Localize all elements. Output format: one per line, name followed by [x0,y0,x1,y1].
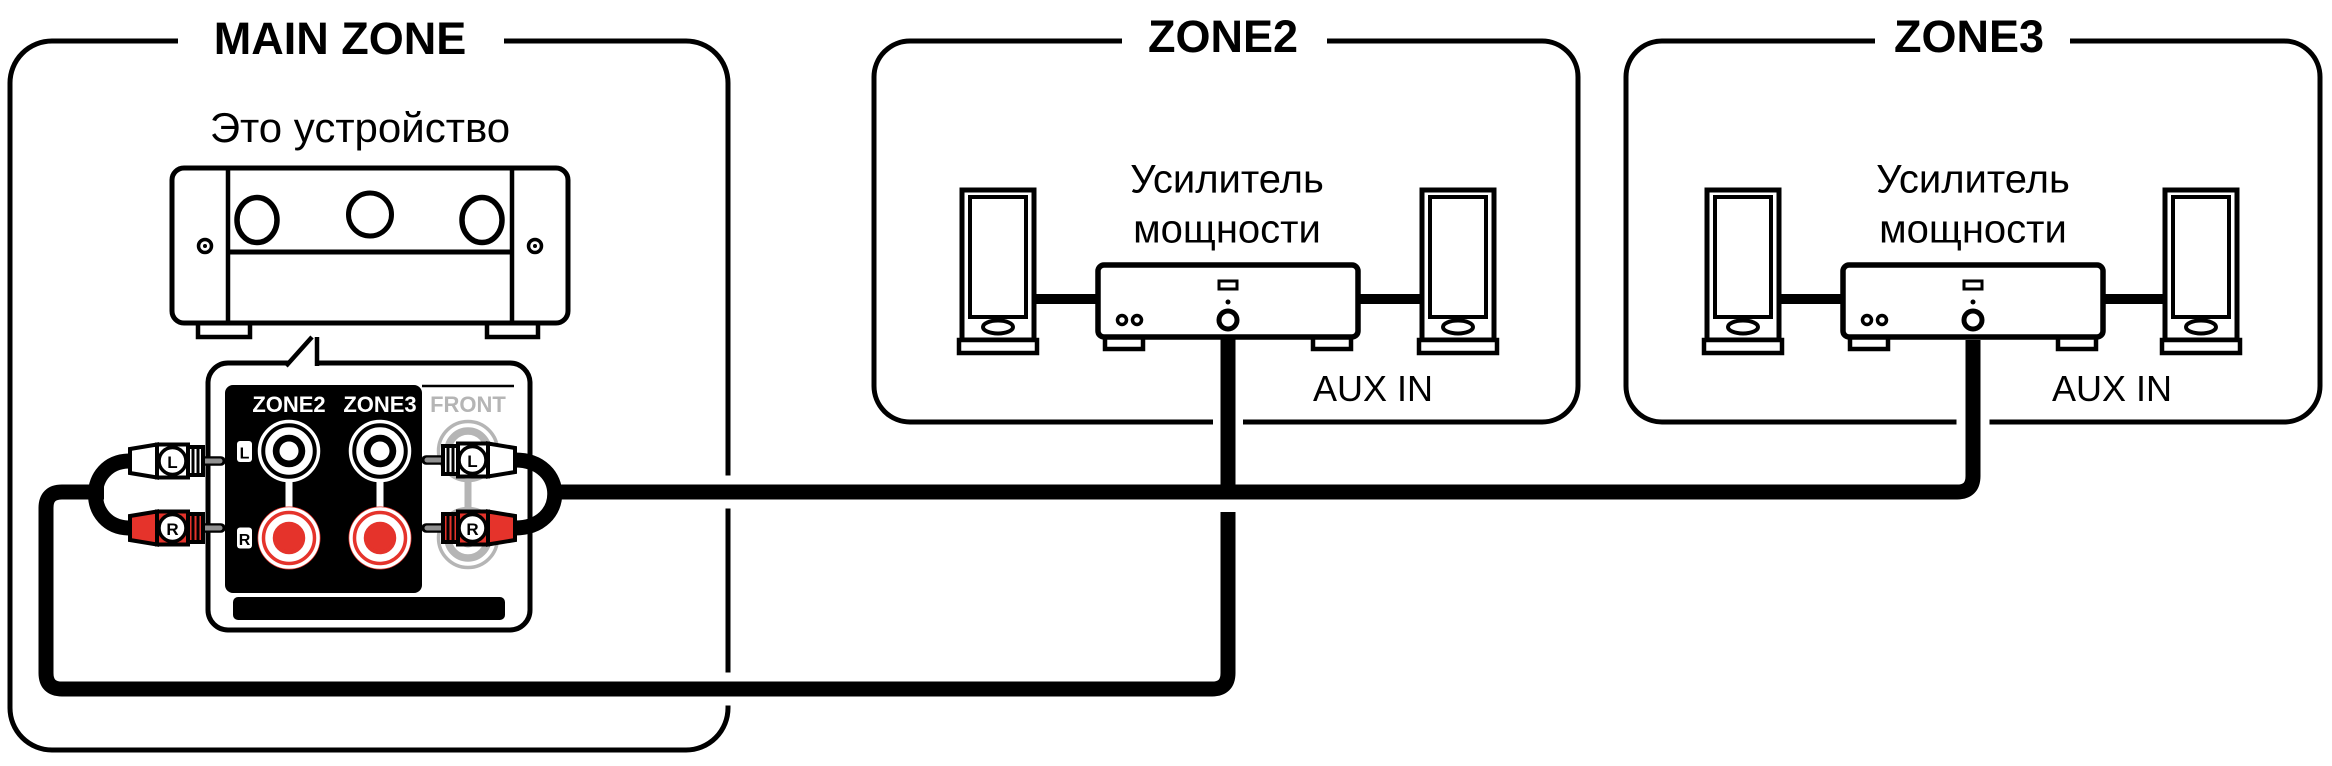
left-l-plug-letter: L [167,453,177,472]
main-zone-title: MAIN ZONE [214,13,467,64]
left-l-plug: L [128,442,226,480]
zone3-equipment [1704,190,2240,353]
receiver-knob-left [234,194,280,246]
zone2-aux-in-label: AUX IN [1313,368,1433,409]
zone3-l-jack [351,422,410,481]
channel-marker-r: R [239,532,251,549]
zone3-amp-label-line2: мощности [1879,207,2067,251]
zone2-title: ZONE2 [1148,11,1298,62]
zone2-box: ZONE2 [871,11,1581,425]
zone3-r-jack [349,507,412,570]
receiver-knob-right [459,194,505,246]
receiver-device [169,165,571,340]
right-plug-loop-cable [514,452,563,536]
zone3-right-speaker [2162,190,2240,353]
left-r-plug: R [128,509,226,547]
zone2-amp-label-line1: Усилитель [1130,157,1324,201]
zone2-left-speaker [959,190,1037,353]
left-plug-loop-cable [88,453,131,536]
zone2-equipment [959,190,1497,353]
device-label: Это устройство [210,104,510,151]
zone2-amp-label-line2: мощности [1133,207,1321,251]
terminal-panel: ZONE2 ZONE3 FRONT L R [225,384,514,620]
receiver-knob-center [346,190,394,239]
panel-label-zone2: ZONE2 [252,392,325,417]
right-r-plug-letter: R [466,520,478,539]
terminal-callout-bubble: ZONE2 ZONE3 FRONT L R [205,335,533,633]
zone3-title: ZONE3 [1894,11,2044,62]
zone2-right-speaker [1419,190,1497,353]
right-l-plug: L [421,441,517,479]
channel-marker-l: L [240,445,250,462]
zone3-power-amp [1843,265,2103,349]
right-l-plug-letter: L [467,452,477,471]
right-r-plug: R [421,509,517,547]
zone3-signal-cable [552,340,1990,509]
panel-label-zone3: ZONE3 [343,392,416,417]
zone3-left-speaker [1704,190,1782,353]
left-r-plug-letter: R [166,520,178,539]
panel-label-front: FRONT [430,392,506,417]
zone3-amp-label-line1: Усилитель [1876,157,2070,201]
zone2-signal-cable [29,475,1245,706]
zone2-power-amp [1098,265,1358,349]
main-zone-box: MAIN ZONE [7,13,731,753]
zone2-r-jack [258,507,321,570]
zone3-aux-in-label: AUX IN [2052,368,2172,409]
panel-bottom-bar [233,597,505,620]
zone2-l-jack [260,422,319,481]
